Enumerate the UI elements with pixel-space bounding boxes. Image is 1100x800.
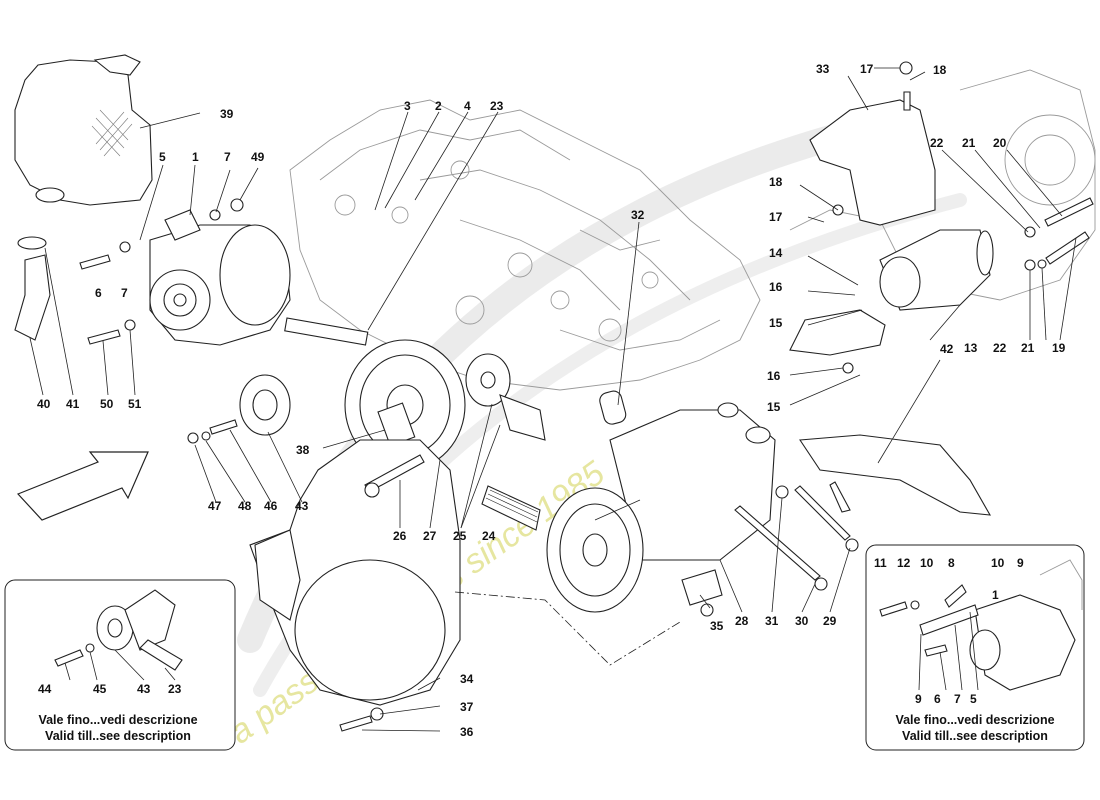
- inset-right: Vale fino...vedi descrizione Valid till.…: [865, 544, 1085, 751]
- callout-21: 21: [962, 136, 976, 150]
- callout-labels: 39 5 1 7 49 3 2 4 23 33 17 18 22 21 20 1…: [37, 62, 1066, 739]
- callout-18: 18: [933, 63, 947, 77]
- callout-9: 9: [915, 692, 922, 706]
- callout-12: 12: [897, 556, 911, 570]
- callout-48: 48: [238, 499, 252, 513]
- callout-10: 10: [920, 556, 934, 570]
- air-intake-cover: [14, 54, 153, 206]
- callout-25: 25: [453, 529, 467, 543]
- inset-left-line2: Valid till..see description: [45, 729, 191, 743]
- callout-7: 7: [954, 692, 961, 706]
- callout-11: 11: [874, 556, 887, 570]
- direction-arrow: [16, 451, 149, 521]
- callout-26: 26: [393, 529, 407, 543]
- callout-15: 15: [767, 400, 781, 414]
- callout-50: 50: [100, 397, 114, 411]
- callout-38: 38: [296, 443, 310, 457]
- callout-22: 22: [993, 341, 1007, 355]
- callout-34: 34: [460, 672, 474, 686]
- callout-27: 27: [423, 529, 437, 543]
- callout-1: 1: [992, 588, 999, 602]
- callout-20: 20: [993, 136, 1007, 150]
- callout-3: 3: [404, 99, 411, 113]
- callout-32: 32: [631, 208, 645, 222]
- callout-36: 36: [460, 725, 474, 739]
- callout-33: 33: [816, 62, 830, 76]
- callout-29: 29: [823, 614, 837, 628]
- callout-2: 2: [435, 99, 442, 113]
- belt-cover: [249, 439, 461, 732]
- callout-43: 43: [137, 682, 151, 696]
- callout-6: 6: [95, 286, 102, 300]
- callout-1: 1: [192, 150, 199, 164]
- callout-6: 6: [934, 692, 941, 706]
- tensioner-pulley: [187, 374, 291, 444]
- ac-compressor: [546, 402, 776, 617]
- callout-22: 22: [930, 136, 944, 150]
- engine-block-outline: [289, 69, 1096, 391]
- callout-21: 21: [1021, 341, 1035, 355]
- bracket-42: [799, 434, 992, 516]
- callout-30: 30: [795, 614, 809, 628]
- callout-4: 4: [464, 99, 471, 113]
- callout-44: 44: [38, 682, 52, 696]
- callout-16: 16: [767, 369, 781, 383]
- callout-49: 49: [251, 150, 265, 164]
- callout-7: 7: [224, 150, 231, 164]
- assembly-line: [454, 591, 681, 666]
- callout-35: 35: [710, 619, 724, 633]
- alternator-fasteners: [79, 198, 244, 345]
- callout-5: 5: [159, 150, 166, 164]
- callout-18: 18: [769, 175, 783, 189]
- callout-16: 16: [769, 280, 783, 294]
- callout-28: 28: [735, 614, 749, 628]
- callout-41: 41: [66, 397, 80, 411]
- callout-10: 10: [991, 556, 1005, 570]
- inset-right-line2: Valid till..see description: [902, 729, 1048, 743]
- callout-43: 43: [295, 499, 309, 513]
- callout-51: 51: [128, 397, 142, 411]
- callout-23: 23: [168, 682, 182, 696]
- drive-belt: [481, 485, 541, 531]
- callout-15: 15: [769, 316, 783, 330]
- callout-7: 7: [121, 286, 128, 300]
- callout-23: 23: [490, 99, 504, 113]
- callout-47: 47: [208, 499, 222, 513]
- callout-14: 14: [769, 246, 783, 260]
- inset-right-line1: Vale fino...vedi descrizione: [895, 713, 1054, 727]
- callout-40: 40: [37, 397, 51, 411]
- compressor-bolts: [734, 485, 859, 591]
- callout-19: 19: [1052, 341, 1066, 355]
- callout-39: 39: [220, 107, 234, 121]
- leader-lines: [29, 67, 1077, 732]
- alternator: [149, 209, 369, 346]
- callout-37: 37: [460, 700, 474, 714]
- callout-13: 13: [964, 341, 978, 355]
- callout-24: 24: [482, 529, 496, 543]
- callout-46: 46: [264, 499, 278, 513]
- hose: [14, 236, 51, 341]
- inset-left: Vale fino...vedi descrizione Valid till.…: [4, 579, 236, 751]
- callout-8: 8: [948, 556, 955, 570]
- callout-17: 17: [860, 62, 874, 76]
- callout-31: 31: [765, 614, 779, 628]
- starter-motor: [789, 229, 994, 356]
- callout-45: 45: [93, 682, 107, 696]
- callout-17: 17: [769, 210, 783, 224]
- callout-5: 5: [970, 692, 977, 706]
- inset-left-line1: Vale fino...vedi descrizione: [38, 713, 197, 727]
- callout-42: 42: [940, 342, 954, 356]
- callout-9: 9: [1017, 556, 1024, 570]
- idler-pulley: [465, 353, 627, 441]
- heat-shield-33: [809, 61, 936, 226]
